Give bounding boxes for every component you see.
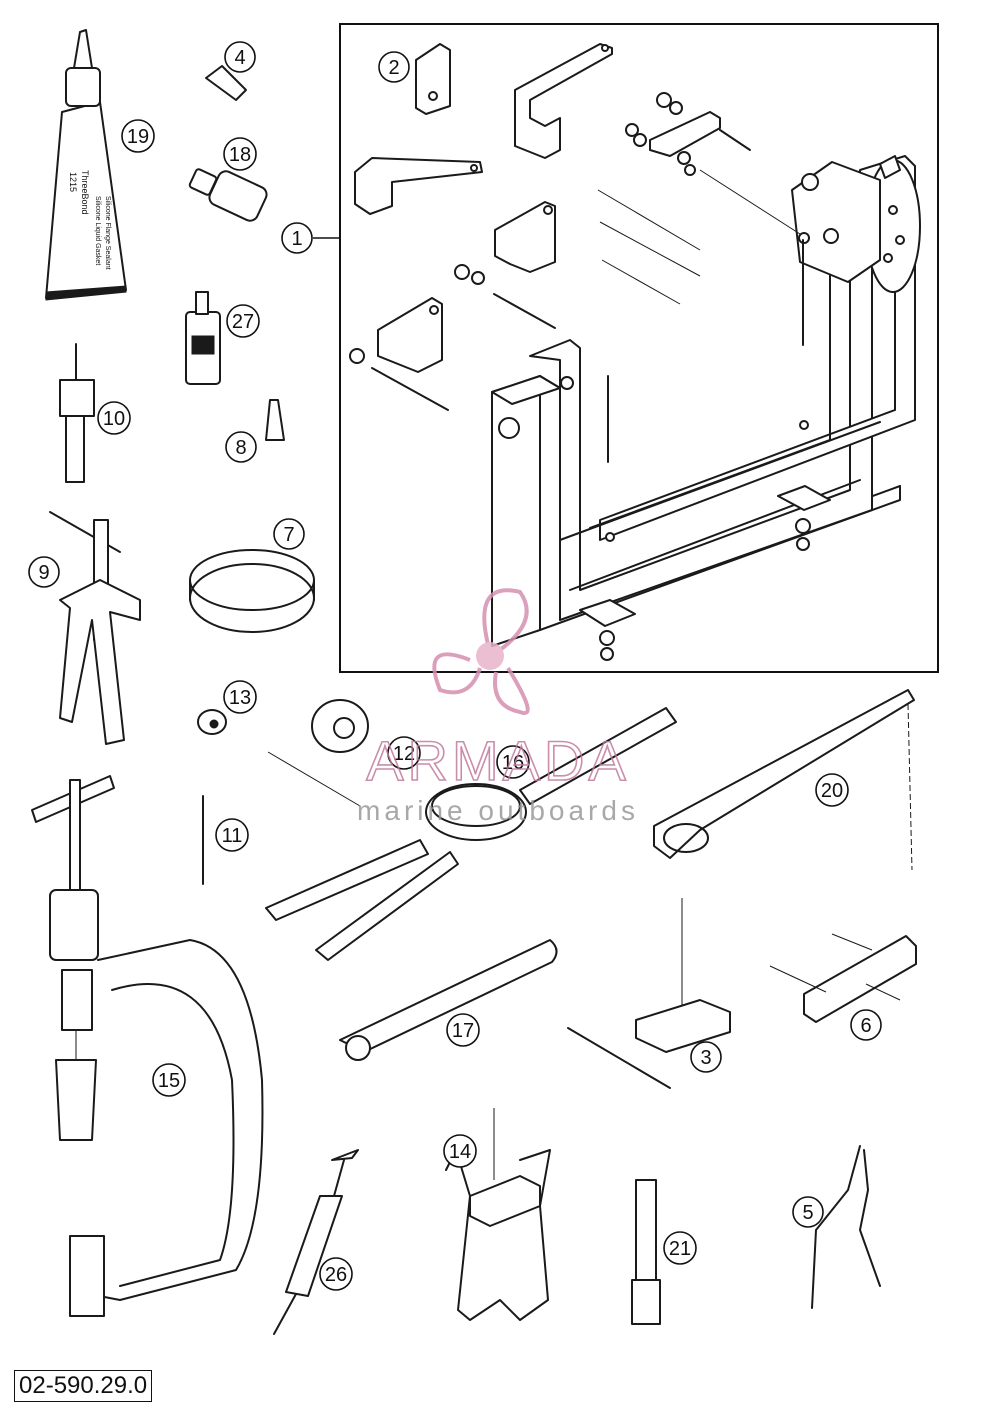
callout-16: 16 bbox=[496, 745, 530, 779]
svg-text:7: 7 bbox=[283, 524, 294, 546]
tube-label-line3: Silicone Liquid Gasket bbox=[94, 196, 101, 265]
spanner-16 bbox=[265, 707, 677, 961]
callout-9: 9 bbox=[28, 556, 60, 588]
callout-8: 8 bbox=[225, 431, 257, 463]
piston-ring-compressor-7 bbox=[189, 549, 315, 633]
callout-6: 6 bbox=[850, 1009, 882, 1041]
syringe-26 bbox=[273, 1149, 359, 1335]
svg-text:12: 12 bbox=[393, 743, 415, 765]
washer-bolt-12 bbox=[267, 699, 369, 807]
svg-text:20: 20 bbox=[821, 780, 843, 802]
watermark-brand: ARMADA bbox=[366, 729, 630, 792]
callout-20: 20 bbox=[815, 773, 849, 807]
propeller-logo bbox=[432, 588, 530, 716]
callout-19: 19 bbox=[121, 119, 155, 153]
taper-plug-4 bbox=[205, 65, 247, 101]
svg-text:11: 11 bbox=[222, 825, 243, 847]
svg-text:21: 21 bbox=[669, 1238, 691, 1260]
drift-21 bbox=[631, 1179, 661, 1325]
flywheel-puller-6 bbox=[769, 933, 917, 1023]
svg-text:14: 14 bbox=[449, 1141, 471, 1163]
liquid-bottle-27 bbox=[185, 291, 221, 385]
tube-label-line2: 1215 bbox=[68, 172, 78, 192]
svg-text:18: 18 bbox=[229, 144, 251, 166]
svg-text:17: 17 bbox=[452, 1020, 474, 1042]
callouts: 1 2 3 4 5 6 7 8 9 10 11 12 13 14 15 16 1… bbox=[28, 41, 882, 1291]
watermark-tagline: marine outboards bbox=[357, 795, 639, 826]
callout-2: 2 bbox=[378, 51, 410, 83]
svg-text:19: 19 bbox=[127, 126, 149, 148]
svg-text:4: 4 bbox=[234, 47, 245, 69]
conical-brush-8 bbox=[265, 399, 285, 441]
svg-text:10: 10 bbox=[103, 408, 125, 430]
svg-text:26: 26 bbox=[325, 1264, 347, 1286]
svg-text:5: 5 bbox=[802, 1202, 813, 1224]
callout-21: 21 bbox=[663, 1231, 697, 1265]
callout-5: 5 bbox=[792, 1196, 824, 1228]
callout-10: 10 bbox=[97, 401, 131, 435]
armada-watermark: ARMADA marine outboards bbox=[357, 588, 639, 826]
callout-17: 17 bbox=[446, 1013, 480, 1047]
callout-13: 13 bbox=[223, 680, 257, 714]
svg-text:9: 9 bbox=[38, 562, 49, 584]
callout-3: 3 bbox=[690, 1041, 722, 1073]
svg-text:16: 16 bbox=[502, 752, 524, 774]
circlip-pliers-5 bbox=[811, 1145, 881, 1309]
callout-4: 4 bbox=[224, 41, 256, 73]
nut-13 bbox=[197, 709, 227, 735]
callout-11: 11 bbox=[215, 818, 249, 852]
chain-wrench-20 bbox=[653, 689, 915, 871]
svg-text:13: 13 bbox=[229, 687, 251, 709]
callout-18: 18 bbox=[223, 137, 257, 171]
engine-stand-frame bbox=[339, 23, 939, 673]
valve-spring-compressor-15 bbox=[31, 775, 264, 1317]
engine-stand bbox=[491, 155, 921, 661]
sealant-tube-19: ThreeBond 1215 Silicone Liquid Gasket Si… bbox=[45, 29, 127, 301]
svg-text:6: 6 bbox=[860, 1015, 871, 1037]
holding-tool-17 bbox=[339, 939, 558, 1061]
small-puller-10 bbox=[59, 343, 95, 483]
svg-text:2: 2 bbox=[388, 57, 399, 79]
svg-text:1: 1 bbox=[291, 228, 302, 250]
puller-3 bbox=[567, 898, 731, 1089]
svg-text:15: 15 bbox=[158, 1070, 180, 1092]
callout-7: 7 bbox=[273, 518, 305, 550]
tube-label-line4: Silicone Flange Sealant bbox=[104, 196, 111, 270]
socket-adapter-18 bbox=[188, 168, 268, 222]
stand-brackets bbox=[349, 43, 810, 463]
callout-27: 27 bbox=[226, 304, 260, 338]
svg-text:3: 3 bbox=[700, 1047, 711, 1069]
callout-14: 14 bbox=[443, 1134, 477, 1168]
callout-12: 12 bbox=[387, 736, 421, 770]
jaw-puller-9 bbox=[49, 511, 141, 745]
callout-26: 26 bbox=[319, 1257, 353, 1291]
svg-text:8: 8 bbox=[235, 437, 246, 459]
gear-puller-14 bbox=[445, 1108, 551, 1321]
callout-15: 15 bbox=[152, 1063, 186, 1097]
diagram-reference-number: 02-590.29.0 bbox=[14, 1370, 153, 1402]
tube-label-line1: ThreeBond bbox=[80, 170, 90, 215]
callout-1: 1 bbox=[281, 222, 313, 254]
svg-text:27: 27 bbox=[232, 311, 254, 333]
